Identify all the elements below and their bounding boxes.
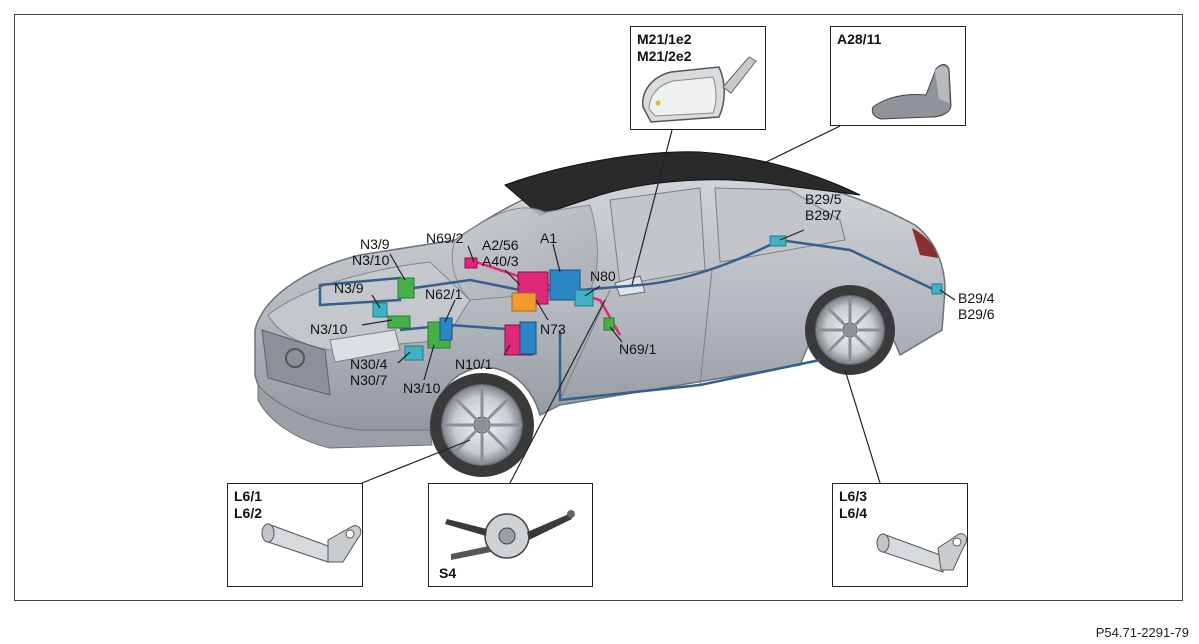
car-roof: [504, 151, 861, 216]
tail-light: [912, 228, 938, 258]
label-b29-7: B29/7: [805, 207, 842, 223]
label-n69-2: N69/2: [426, 230, 464, 246]
rear-wheel: [805, 285, 895, 375]
module-b29-4: [931, 283, 943, 295]
label-n3-10-b: N3/10: [310, 321, 348, 337]
inset-front-sensor-label-2: L6/2: [234, 505, 263, 521]
module-n30-4: [404, 345, 424, 361]
inset-rear-sensor: L6/3 L6/4: [832, 483, 968, 587]
label-n62-1: N62/1: [425, 286, 463, 302]
module-n3-9-upper: [397, 277, 415, 299]
leader-lines: [361, 125, 956, 484]
label-b29-5: B29/5: [805, 191, 842, 207]
rear-sensor-illustration: [876, 533, 967, 573]
inset-antenna-label-1: A28/11: [837, 31, 882, 47]
diagram-frame: [14, 14, 1183, 601]
side-window-front: [609, 187, 706, 286]
front-logo: [285, 348, 305, 368]
module-a40-3: [511, 292, 537, 312]
front-sensor-illustration: [261, 523, 362, 563]
door-line-front: [559, 289, 611, 401]
antenna-illustration: [871, 64, 952, 120]
figure-reference: P54.71-2291-79: [1095, 625, 1189, 640]
label-a1: A1: [540, 230, 558, 246]
label-n69-1: N69/1: [619, 341, 657, 357]
label-b29-6: B29/6: [958, 306, 995, 322]
label-a40-3: A40/3: [482, 253, 519, 269]
inset-mirror-label-1: M21/1e2: [637, 31, 692, 47]
headlight: [329, 329, 401, 363]
module-n3-10-lower: [387, 315, 411, 329]
inset-switch-label-1: S4: [439, 565, 457, 581]
label-n80: N80: [590, 268, 616, 284]
label-b29-4: B29/4: [958, 290, 995, 306]
car-illustration: [254, 151, 946, 477]
label-n10-1: N10/1: [455, 356, 493, 372]
inset-front-sensor-label-1: L6/1: [234, 488, 263, 504]
module-n62-1-b: [439, 317, 453, 341]
front-bumper: [257, 383, 433, 449]
label-n3-10-a: N3/10: [352, 252, 390, 268]
inset-rear-sensor-label-2: L6/4: [839, 505, 868, 521]
control-modules: [372, 235, 943, 361]
label-n30-4: N30/4: [350, 356, 388, 372]
label-a2-56: A2/56: [482, 237, 519, 253]
label-n73: N73: [540, 321, 566, 337]
mirror-illustration: [642, 56, 757, 123]
inset-rear-sensor-label-1: L6/3: [839, 488, 868, 504]
label-n3-9-b: N3/9: [334, 280, 364, 296]
module-n69-1: [603, 317, 615, 331]
inset-antenna: A28/11: [830, 26, 966, 126]
front-grille: [261, 329, 331, 396]
label-n3-9-a: N3/9: [360, 236, 390, 252]
inset-mirror: M21/1e2 M21/2e2: [630, 26, 766, 130]
wire-front-loop: [318, 276, 402, 307]
inset-switch: S4: [428, 483, 593, 587]
inset-mirror-label-2: M21/2e2: [637, 48, 692, 64]
module-b29-5: [769, 235, 787, 247]
module-n10-1-b: [519, 321, 537, 355]
module-n69-2: [464, 257, 478, 269]
door-line-rear: [699, 269, 713, 386]
label-n3-10-c: N3/10: [403, 380, 441, 396]
switch-illustration: [445, 510, 575, 560]
inset-front-sensor: L6/1 L6/2: [227, 483, 363, 587]
label-n30-7: N30/7: [350, 372, 388, 388]
front-wheel: [430, 373, 534, 477]
wire-floor-line: [558, 330, 821, 402]
module-n3-9-lower: [372, 302, 388, 318]
